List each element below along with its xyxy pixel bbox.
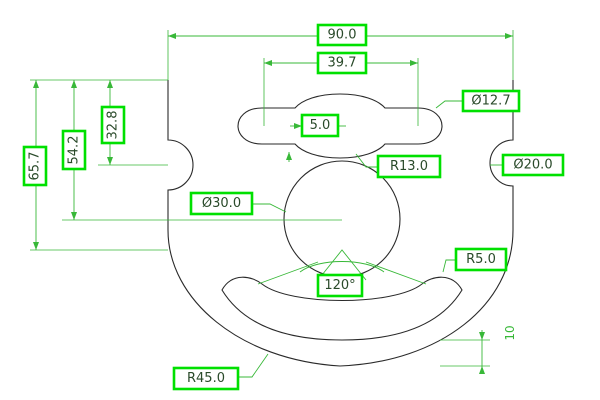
label-frame bbox=[100, 105, 126, 145]
label-text: Ø12.7 bbox=[471, 94, 510, 109]
label-frame bbox=[316, 51, 368, 75]
label-text: 120° bbox=[324, 278, 355, 293]
dimension-label-arc-slot-radius: R5.0 bbox=[454, 247, 508, 272]
dimension-label-slot-span: 39.7 bbox=[316, 51, 368, 75]
label-frame bbox=[461, 89, 521, 113]
dimension-label-center-gap: 5.0 bbox=[300, 113, 340, 138]
dimension-label-slot-dia: Ø12.7 bbox=[461, 89, 521, 113]
label-frame bbox=[172, 366, 240, 391]
center-hole bbox=[283, 160, 401, 278]
top-slot bbox=[237, 93, 443, 159]
part-outline bbox=[167, 80, 514, 367]
dimension-label-height-mid: 54.2 bbox=[61, 129, 87, 171]
dimension-label-width-overall: 90.0 bbox=[316, 23, 368, 47]
label-text: 5.0 bbox=[310, 118, 331, 133]
label-text: 32.8 bbox=[106, 111, 121, 140]
outer-profile bbox=[167, 80, 514, 367]
dimension-label-hub-radius: R13.0 bbox=[376, 154, 442, 179]
arc-slot bbox=[221, 276, 463, 341]
label-text: R5.0 bbox=[466, 252, 496, 267]
label-frame bbox=[300, 113, 340, 138]
label-frame bbox=[189, 191, 254, 216]
label-text: 90.0 bbox=[328, 28, 357, 43]
label-frame bbox=[454, 247, 508, 272]
dimension-label-center-hole-dia: Ø30.0 bbox=[189, 191, 254, 216]
dimension-label-height-top: 32.8 bbox=[100, 105, 126, 145]
dimension-label-side-notch-dia: Ø20.0 bbox=[501, 153, 565, 177]
label-text: 39.7 bbox=[328, 56, 357, 71]
label-frame bbox=[501, 153, 565, 177]
label-frame bbox=[61, 129, 87, 171]
label-text: Ø30.0 bbox=[202, 196, 241, 211]
label-text: 65.7 bbox=[28, 152, 43, 181]
label-text: R13.0 bbox=[390, 159, 428, 174]
label-text: Ø20.0 bbox=[513, 158, 552, 173]
dimension-label-height-full: 65.7 bbox=[22, 145, 48, 187]
label-text: R45.0 bbox=[187, 371, 225, 386]
label-frame bbox=[22, 145, 48, 187]
dimension-lines bbox=[30, 30, 514, 378]
dimension-label-outer-radius: R45.0 bbox=[172, 366, 240, 391]
label-frame bbox=[316, 273, 364, 298]
dimension-label-arc-angle: 120° bbox=[316, 273, 364, 298]
label-text: 10 bbox=[503, 325, 517, 340]
label-frame bbox=[376, 154, 442, 179]
label-text: 54.2 bbox=[67, 136, 82, 165]
label-frame bbox=[316, 23, 368, 47]
dimension-label-bottom-thickness: 10 bbox=[503, 325, 517, 340]
